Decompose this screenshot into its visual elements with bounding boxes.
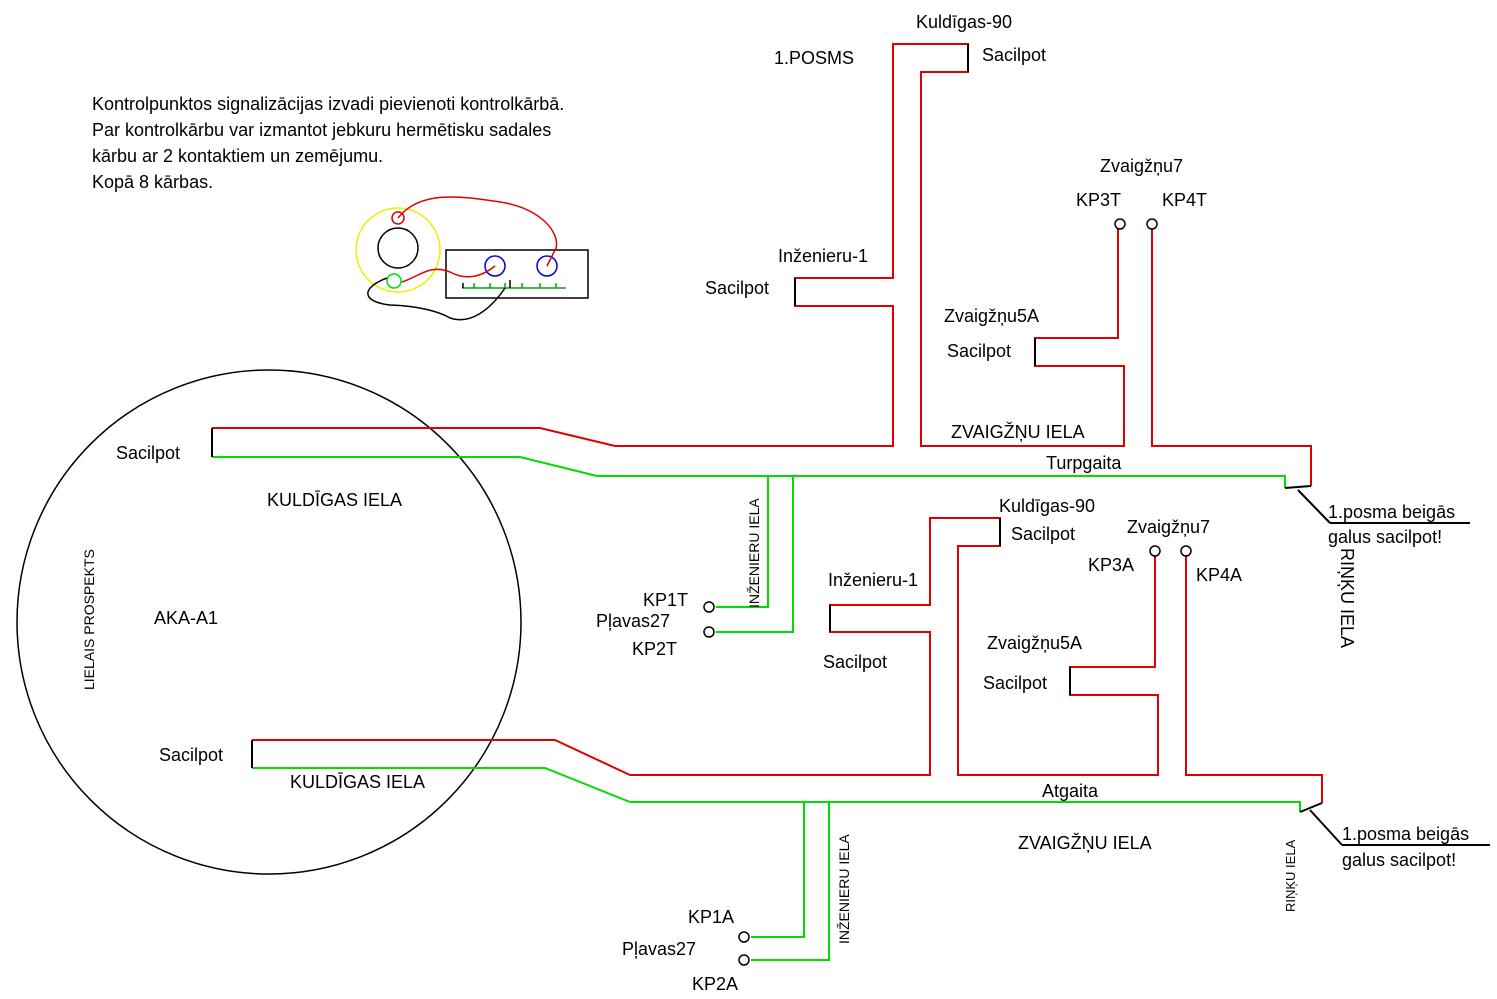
route-turpgaita: Turpgaita: [1046, 453, 1122, 473]
label-kp4a: KP4A: [1196, 565, 1242, 585]
kp4a-marker: [1180, 545, 1192, 557]
green-atg-main: [252, 767, 1301, 812]
label-plavas27-bottom: Pļavas27: [622, 939, 696, 959]
note-line-2: Par kontrolkārbu var izmantot jebkuru he…: [92, 120, 551, 140]
green-turp-kp1: [716, 476, 769, 608]
red-turp-kp4: [1151, 228, 1312, 486]
label-kp2a: KP2A: [692, 974, 738, 994]
label-zvaigznu5a-bottom: Zvaigžņu5A: [987, 633, 1082, 653]
control-box-rect: [445, 249, 589, 299]
label-posma-beigas-top: 1.posma beigās: [1328, 502, 1455, 522]
loop-end-ticks: [211, 44, 1490, 846]
box-contact-bar: [462, 283, 566, 289]
street-lielais-prospekts: LIELAIS PROSPEKTS: [81, 549, 97, 690]
kp1a-marker: [738, 931, 750, 943]
label-inzenieru1-top: Inženieru-1: [778, 246, 868, 266]
green-turp-main: [212, 456, 1286, 488]
label-galus-sacilpot-top: galus sacilpot!: [1328, 527, 1442, 547]
green-atg-kp2: [751, 802, 830, 961]
sketch-black-wire: [367, 277, 506, 321]
section-label: 1.POSMS: [774, 48, 854, 68]
green-terminal-dot: [386, 273, 402, 289]
street-zvaigznu-bottom: ZVAIGŽŅU IELA: [1018, 833, 1152, 853]
label-kuldigas90-top: Kuldīgas-90: [916, 12, 1012, 32]
label-sacilpot-zvaigznu5a-bottom: Sacilpot: [983, 673, 1047, 693]
label-kp3a: KP3A: [1088, 555, 1134, 575]
street-rinku-top: RIŅĶU IELA: [1337, 548, 1357, 648]
diagram-labels: 1.POSMS Kuldīgas-90 Sacilpot Inženieru-1…: [116, 12, 1469, 994]
label-kp1a: KP1A: [688, 907, 734, 927]
label-inzenieru1-bottom: Inženieru-1: [828, 570, 918, 590]
label-posma-beigas-bottom: 1.posma beigās: [1342, 824, 1469, 844]
aka-circle: [16, 369, 522, 875]
label-kp3t: KP3T: [1076, 190, 1121, 210]
green-cable-routes: [212, 456, 1301, 961]
street-inzenieru-top: INŽENIERU IELA: [746, 498, 762, 608]
label-plavas27-top: Pļavas27: [596, 611, 670, 631]
label-sacilpot-kuldigas90-bottom: Sacilpot: [1011, 524, 1075, 544]
green-atg-kp1: [751, 802, 805, 938]
blue-contact-1: [484, 255, 506, 277]
label-kp1t: KP1T: [643, 590, 688, 610]
red-atg-kp4: [1185, 553, 1323, 803]
label-kuldigas90-bottom: Kuldīgas-90: [999, 496, 1095, 516]
note-line-1: Kontrolpunktos signalizācijas izvadi pie…: [92, 94, 564, 114]
red-terminal-dot: [391, 211, 405, 225]
control-box-sketch: [355, 196, 589, 321]
blue-contact-2: [536, 255, 558, 277]
label-kp4t: KP4T: [1162, 190, 1207, 210]
kp2t-marker: [703, 626, 715, 638]
label-galus-sacilpot-bottom: galus sacilpot!: [1342, 850, 1456, 870]
kp2a-marker: [738, 954, 750, 966]
label-sacilpot-inzenieru1-bottom: Sacilpot: [823, 652, 887, 672]
kp1t-marker: [703, 601, 715, 613]
label-sacilpot-kuldigas90-top: Sacilpot: [982, 45, 1046, 65]
sketch-red-wire-2: [401, 265, 496, 283]
street-kuldigas-top: KULDĪGAS IELA: [267, 490, 402, 510]
note-line-3: kārbu ar 2 kontaktiem un zemējumu.: [92, 146, 383, 166]
box-ground-tick: [462, 280, 511, 288]
route-atgaita: Atgaita: [1042, 781, 1099, 801]
kp3t-marker: [1114, 218, 1126, 230]
green-turp-kp2: [716, 476, 794, 633]
label-kp2t: KP2T: [632, 639, 677, 659]
sketch-red-wire: [397, 196, 558, 267]
cable-core-circle: [377, 227, 419, 269]
label-sacilpot-aka-bottom: Sacilpot: [159, 745, 223, 765]
label-zvaigznu7-top: Zvaigžņu7: [1100, 156, 1183, 176]
label-zvaigznu7-bottom: Zvaigžņu7: [1127, 517, 1210, 537]
kp4t-marker: [1146, 218, 1158, 230]
label-zvaigznu5a-top: Zvaigžņu5A: [944, 306, 1039, 326]
label-sacilpot-zvaigznu5a-top: Sacilpot: [947, 341, 1011, 361]
aka-label: AKA-A1: [154, 608, 218, 628]
street-zvaigznu-top: ZVAIGŽŅU IELA: [951, 422, 1085, 442]
kp3a-marker: [1149, 545, 1161, 557]
street-rinku-bottom: RIŅĶU IELA: [1283, 839, 1298, 912]
note-line-4: Kopā 8 kārbas.: [92, 172, 213, 192]
notes-block: Kontrolpunktos signalizācijas izvadi pie…: [92, 94, 564, 192]
street-inzenieru-bottom: INŽENIERU IELA: [836, 834, 852, 944]
street-kuldigas-bottom: KULDĪGAS IELA: [290, 772, 425, 792]
yellow-ring: [355, 207, 441, 293]
label-sacilpot-aka-top: Sacilpot: [116, 443, 180, 463]
label-sacilpot-inzenieru1-top: Sacilpot: [705, 278, 769, 298]
control-point-markers: [703, 218, 1192, 966]
